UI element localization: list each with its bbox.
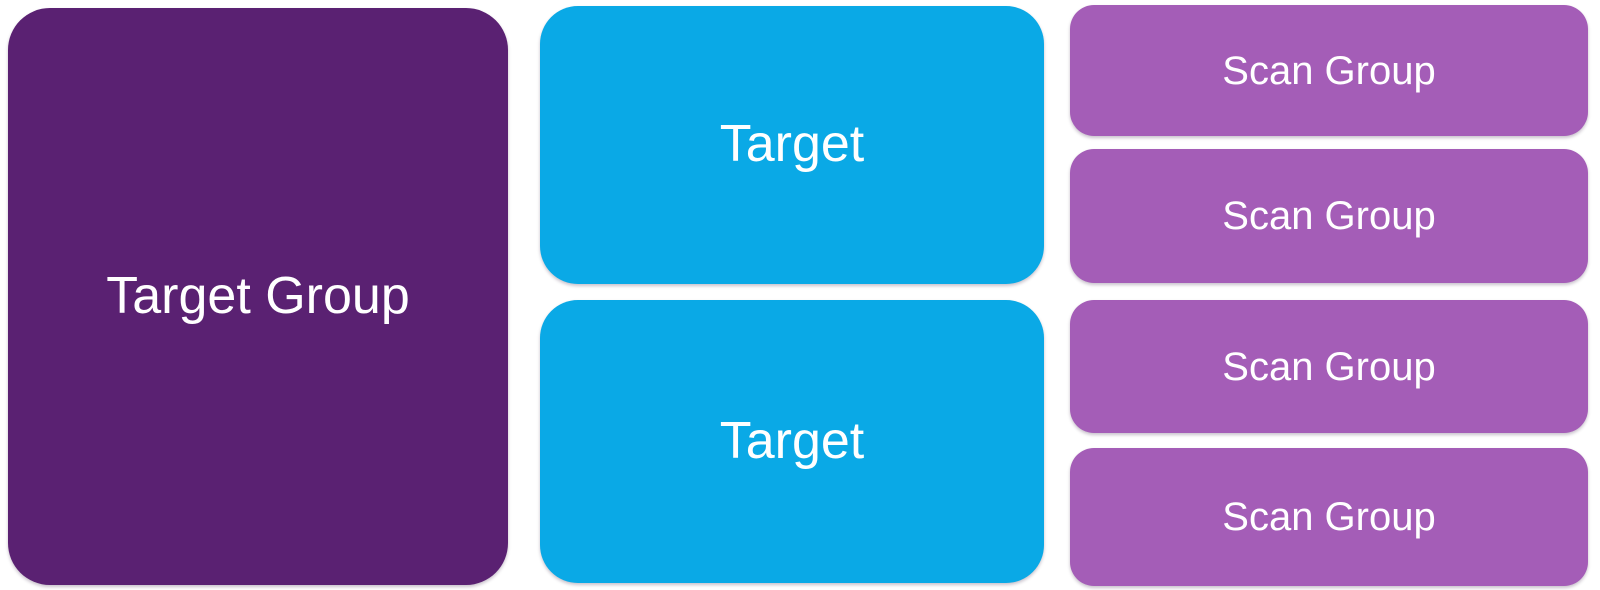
target-group-label: Target Group	[106, 266, 410, 325]
scan-group-box: Scan Group	[1070, 448, 1588, 586]
scan-group-box: Scan Group	[1070, 300, 1588, 433]
target-group-box: Target Group	[8, 8, 508, 585]
scan-group-label: Scan Group	[1222, 344, 1436, 389]
scan-group-label: Scan Group	[1222, 495, 1436, 539]
scan-group-box: Scan Group	[1070, 149, 1588, 283]
scan-group-label: Scan Group	[1222, 194, 1436, 238]
target-box: Target	[540, 300, 1044, 583]
target-label: Target	[719, 115, 865, 174]
target-box: Target	[540, 6, 1044, 284]
scan-group-box: Scan Group	[1070, 5, 1588, 136]
scan-group-label: Scan Group	[1222, 48, 1436, 93]
target-label: Target	[719, 411, 865, 470]
